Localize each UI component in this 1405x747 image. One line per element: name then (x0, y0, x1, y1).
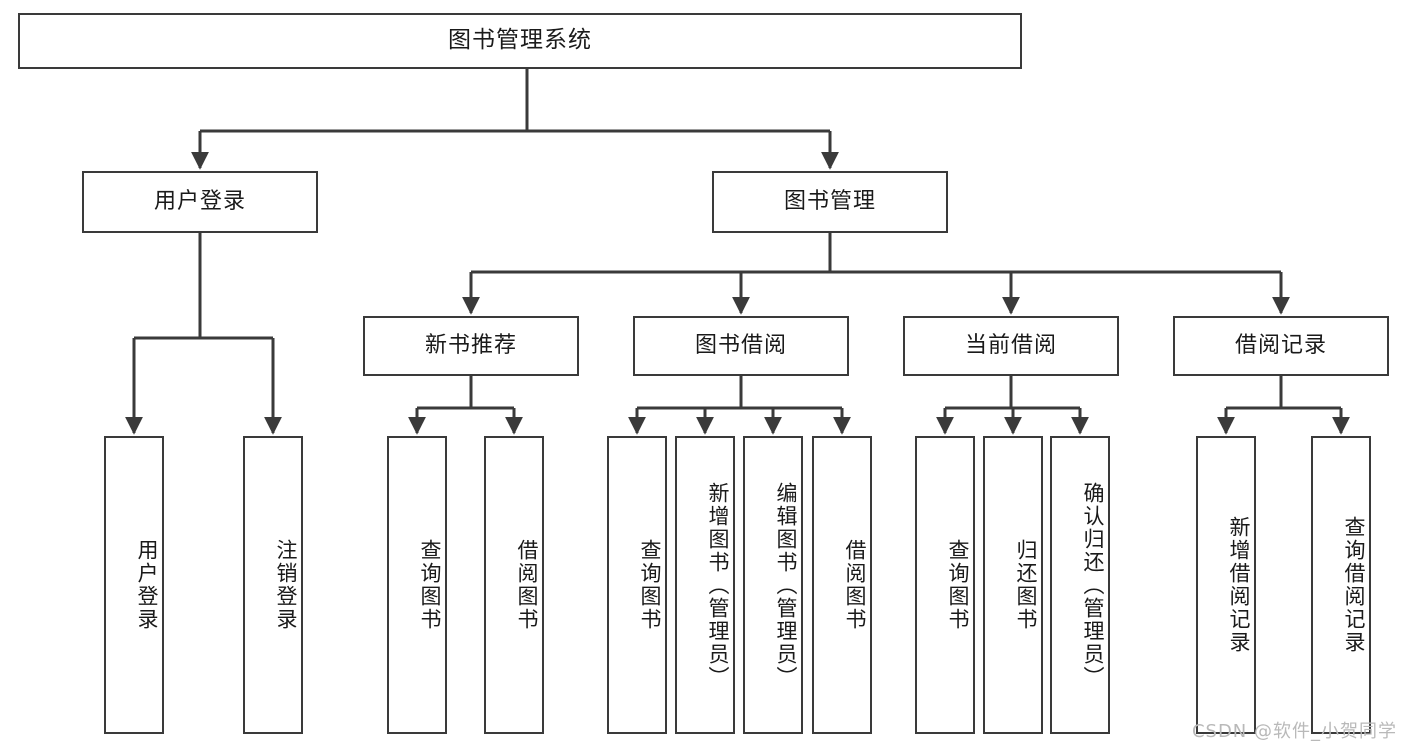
leaf-return-book[interactable]: 归还图书 (983, 436, 1043, 734)
leaf-user-logout[interactable]: 注销登录 (243, 436, 303, 734)
node-user-login[interactable]: 用户登录 (82, 171, 318, 233)
leaf-query-book-current[interactable]: 查询图书 (915, 436, 975, 734)
node-book-borrow[interactable]: 图书借阅 (633, 316, 849, 376)
csdn-watermark: CSDN @软件_小贺同学 (1191, 721, 1397, 742)
node-borrow-records[interactable]: 借阅记录 (1173, 316, 1389, 376)
leaf-query-book-rec[interactable]: 查询图书 (387, 436, 447, 734)
leaf-query-book-borrow[interactable]: 查询图书 (607, 436, 667, 734)
leaf-query-borrow-record[interactable]: 查询借阅记录 (1311, 436, 1371, 734)
leaf-borrow-book-rec[interactable]: 借阅图书 (484, 436, 544, 734)
leaf-add-book-admin[interactable]: 新增图书（管理员） (675, 436, 735, 734)
leaf-edit-book-admin[interactable]: 编辑图书（管理员） (743, 436, 803, 734)
leaf-borrow-book[interactable]: 借阅图书 (812, 436, 872, 734)
node-current-borrow[interactable]: 当前借阅 (903, 316, 1119, 376)
node-book-management[interactable]: 图书管理 (712, 171, 948, 233)
node-root[interactable]: 图书管理系统 (18, 13, 1022, 69)
leaf-add-borrow-record[interactable]: 新增借阅记录 (1196, 436, 1256, 734)
leaf-confirm-return-admin[interactable]: 确认归还（管理员） (1050, 436, 1110, 734)
node-new-book-recommend[interactable]: 新书推荐 (363, 316, 579, 376)
leaf-user-login[interactable]: 用户登录 (104, 436, 164, 734)
